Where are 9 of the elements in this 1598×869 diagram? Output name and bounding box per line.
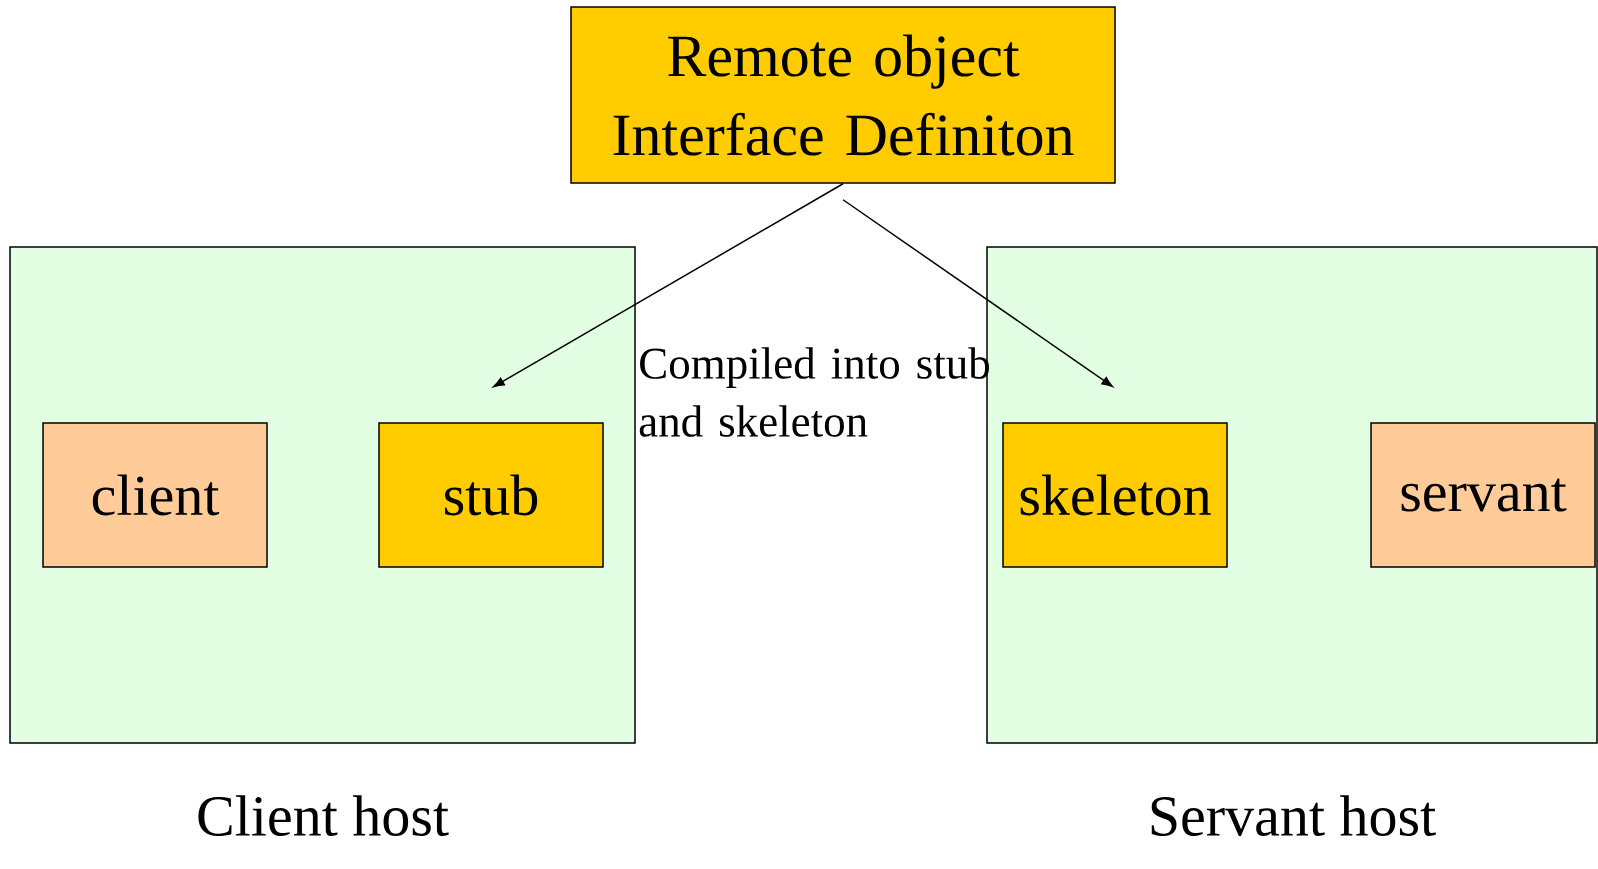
component-box: stub	[378, 422, 604, 568]
component-box: servant	[1370, 422, 1596, 568]
node-label: Servant host	[1151, 795, 1436, 836]
component-box: skeleton	[1002, 422, 1228, 568]
arrow	[493, 183, 844, 388]
arrow	[842, 199, 1114, 388]
interface-box: Remote object Interface Definiton	[570, 6, 1116, 184]
node-label: Client host	[198, 795, 449, 836]
component-box: client	[42, 422, 268, 568]
